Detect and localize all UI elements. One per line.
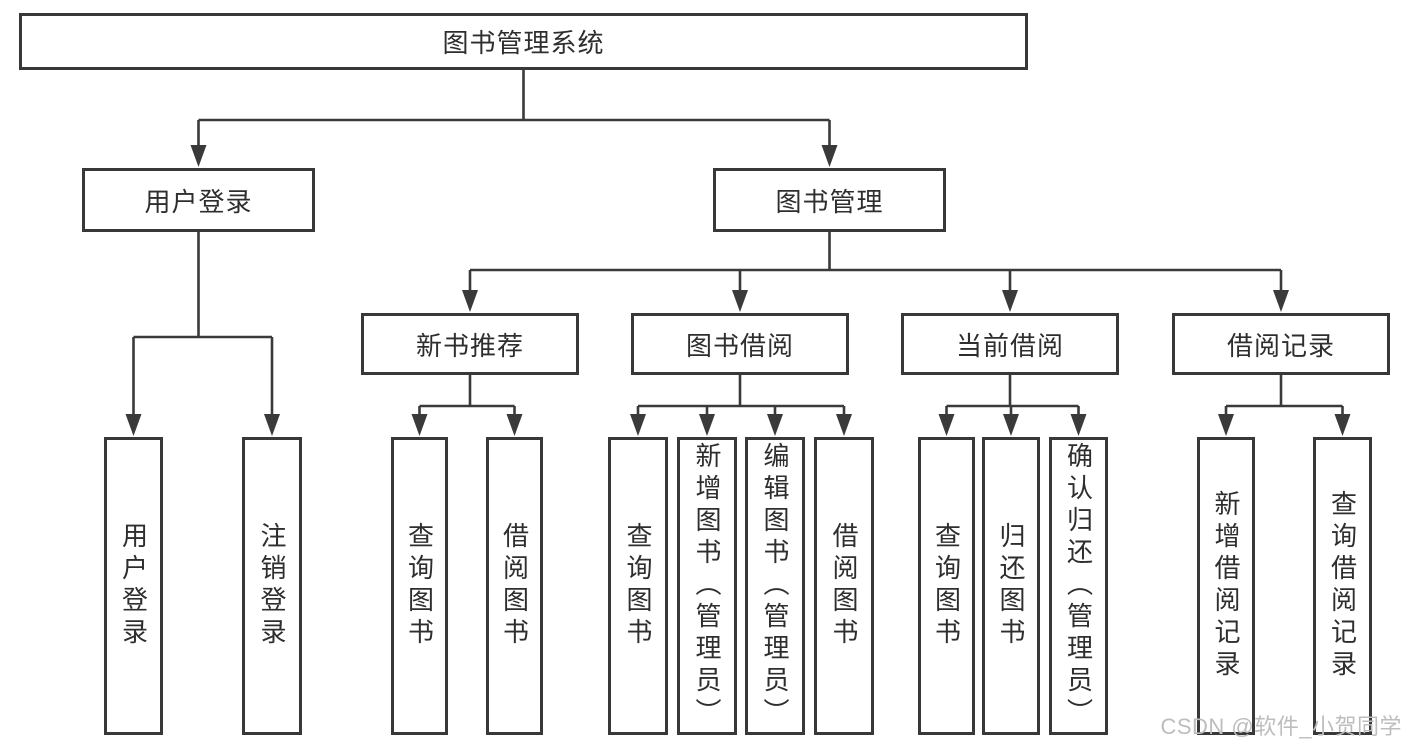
arrow-down-icon (1003, 414, 1019, 436)
leaf-label: 编辑图书（管理员） (760, 442, 790, 730)
arrow-down-icon (125, 414, 142, 436)
leaf-borrow-books: 借阅图书 (486, 437, 543, 735)
leaf-add-books-admin: 新增图书（管理员） (677, 437, 737, 735)
leaf-user-login: 用户登录 (104, 437, 163, 735)
leaf-label: 新增图书（管理员） (692, 442, 722, 730)
node-label: 图书管理 (775, 186, 884, 217)
leaf-label: 用户登录 (118, 522, 149, 650)
connector-book-borrowing (630, 375, 852, 436)
node-book-management-system: 图书管理系统 (19, 13, 1028, 70)
arrow-down-icon (732, 290, 748, 312)
node-user-login: 用户登录 (82, 168, 315, 232)
leaf-confirm-return-admin: 确认归还（管理员） (1049, 437, 1108, 735)
leaf-label: 注销登录 (257, 522, 287, 650)
leaf-label: 查询借阅记录 (1327, 490, 1358, 682)
node-label: 借阅记录 (1226, 330, 1335, 361)
connector-user-login (125, 232, 280, 436)
node-label: 新书推荐 (415, 330, 524, 361)
arrow-down-icon (264, 414, 280, 436)
arrow-down-icon (767, 414, 783, 436)
connector-current-borrowing (938, 375, 1087, 436)
arrow-down-icon (1070, 414, 1087, 436)
arrow-down-icon (1334, 414, 1351, 436)
leaf-label: 确认归还（管理员） (1063, 442, 1094, 730)
arrow-down-icon (1218, 414, 1234, 436)
leaf-label: 查询图书 (623, 522, 653, 650)
arrow-down-icon (1002, 290, 1018, 312)
node-borrowing-records: 借阅记录 (1172, 313, 1390, 375)
arrow-down-icon (836, 414, 852, 436)
connector-new-book-recommendation (411, 375, 523, 436)
arrow-down-icon (938, 414, 955, 436)
leaf-query-borrow-record: 查询借阅记录 (1313, 437, 1372, 735)
arrow-down-icon (411, 414, 428, 436)
node-book-borrowing: 图书借阅 (631, 313, 849, 375)
arrow-down-icon (506, 414, 523, 436)
leaf-label: 借阅图书 (499, 522, 530, 650)
connector-book-management (462, 232, 1289, 312)
leaf-logout-login: 注销登录 (242, 437, 302, 735)
leaf-edit-books-admin: 编辑图书（管理员） (745, 437, 805, 735)
leaf-return-books: 归还图书 (982, 437, 1040, 735)
leaf-borrow-books: 借阅图书 (814, 437, 874, 735)
leaf-label: 借阅图书 (829, 522, 859, 650)
connector-root (190, 70, 838, 167)
node-current-borrowing: 当前借阅 (901, 313, 1119, 375)
arrow-down-icon (821, 145, 838, 167)
leaf-query-books: 查询图书 (608, 437, 668, 735)
leaf-query-books: 查询图书 (918, 437, 975, 735)
leaf-label: 查询图书 (931, 522, 962, 650)
arrow-down-icon (462, 290, 478, 312)
arrow-down-icon (190, 145, 207, 167)
arrow-down-icon (699, 414, 715, 436)
leaf-add-borrow-record: 新增借阅记录 (1197, 437, 1255, 735)
connector-borrowing-records (1218, 375, 1351, 436)
arrow-down-icon (1273, 290, 1289, 312)
node-label: 用户登录 (144, 186, 253, 217)
node-label: 当前借阅 (955, 330, 1064, 361)
leaf-label: 新增借阅记录 (1211, 490, 1241, 682)
leaf-label: 归还图书 (996, 522, 1026, 650)
node-new-book-recommendation: 新书推荐 (361, 313, 579, 375)
node-label: 图书管理系统 (442, 28, 605, 58)
leaf-label: 查询图书 (404, 522, 435, 650)
arrow-down-icon (630, 414, 646, 436)
node-label: 图书借阅 (685, 330, 794, 361)
node-book-management: 图书管理 (713, 168, 946, 232)
leaf-query-books: 查询图书 (391, 437, 448, 735)
csdn-watermark: CSDN @软件_小贺同学 (1160, 714, 1402, 739)
